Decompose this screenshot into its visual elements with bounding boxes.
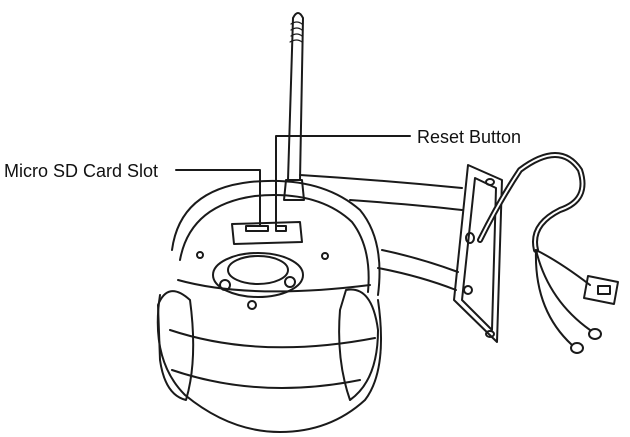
antenna bbox=[283, 12, 305, 201]
label-reset-button: Reset Button bbox=[417, 127, 522, 147]
wall-mount-plate bbox=[453, 164, 503, 343]
label-micro-sd-card-slot: Micro SD Card Slot bbox=[4, 161, 159, 181]
access-panel bbox=[231, 221, 303, 245]
mounting-arm bbox=[299, 174, 463, 291]
leader-line-reset bbox=[275, 135, 411, 227]
camera-body bbox=[156, 179, 382, 433]
cables bbox=[477, 152, 619, 354]
leader-line-sd bbox=[175, 169, 261, 227]
